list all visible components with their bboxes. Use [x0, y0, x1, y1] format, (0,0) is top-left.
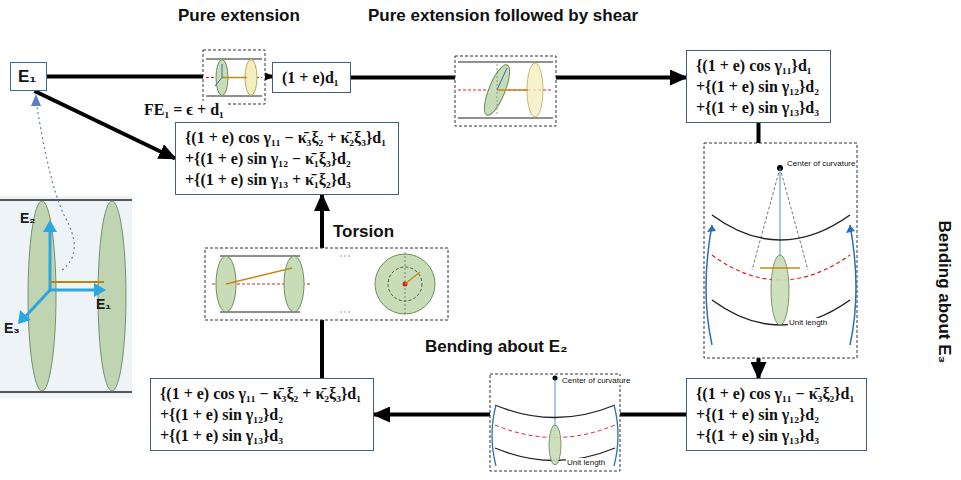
bending-e3-figure: [704, 143, 857, 358]
formula-box: {(1 + e) cos γ₁₁}d₁+{(1 + e) sin γ₁₂}d₂+…: [686, 50, 831, 123]
formula-box: {(1 + e) cos γ₁₁ − κ̄₃ξ₂}d₁+{(1 + e) sin…: [686, 378, 867, 451]
edge-label: FE₁ = ϵ + d₁: [142, 101, 226, 119]
figure-note: Center of curvature: [561, 376, 631, 385]
axis-label: E₁: [96, 296, 111, 312]
formula-text: +{(1 + e) sin γ₁₂ − κ̄₁ξ₃}d₂: [185, 148, 389, 169]
axis-label: E₂: [20, 210, 36, 226]
formula-text: +{(1 + e) sin γ₁₃}d₃: [160, 425, 364, 446]
formula-text: +{(1 + e) sin γ₁₃ + κ̄₁ξ₂}d₃: [185, 169, 389, 190]
formula-text: (1 + e)d₁: [282, 67, 341, 88]
pure-extension-figure: [203, 50, 265, 104]
vector-box: E₁: [10, 62, 47, 91]
formula-text: E₁: [18, 66, 39, 87]
formula-text: {(1 + e) cos γ₁₁}d₁: [696, 55, 821, 76]
formula-text: +{(1 + e) sin γ₁₃}d₃: [696, 425, 857, 446]
formula-text: {(1 + e) cos γ₁₁ − κ̄₃ξ₂ + κ̄₂ξ₃}d₁: [160, 383, 364, 404]
step-heading: Pure extension followed by shear: [368, 6, 638, 26]
formula-text: {(1 + e) cos γ₁₁ − κ̄₃ξ₂ + κ̄₂ξ₃}d₁: [185, 127, 389, 148]
step-heading: Bending about E₂: [425, 337, 568, 357]
figure-note: Center of curvature: [786, 159, 856, 168]
figure-note: Unit length: [566, 458, 606, 467]
formula-text: +{(1 + e) sin γ₁₂}d₂: [160, 404, 364, 425]
formula-text: +{(1 + e) sin γ₁₃}d₃: [696, 97, 821, 118]
step-heading: Torsion: [333, 222, 394, 242]
formula-box: {(1 + e) cos γ₁₁ − κ̄₃ξ₂ + κ̄₂ξ₃}d₁+{(1 …: [175, 122, 399, 195]
step-heading: Bending about E₃: [934, 221, 954, 364]
formula-box: {(1 + e) cos γ₁₁ − κ̄₃ξ₂ + κ̄₂ξ₃}d₁+{(1 …: [150, 378, 374, 451]
step-heading: Pure extension: [178, 6, 300, 26]
formula-text: +{(1 + e) sin γ₁₂}d₂: [696, 76, 821, 97]
formula-text: {(1 + e) cos γ₁₁ − κ̄₃ξ₂}d₁: [696, 383, 857, 404]
figure-note: Unit length: [788, 318, 828, 327]
formula-box: (1 + e)d₁: [272, 62, 351, 93]
bending-e2-figure: [490, 374, 620, 471]
shear-figure: [455, 56, 556, 126]
axis-label: E₃: [4, 320, 20, 336]
reference-frame-figure: [0, 94, 132, 398]
torsion-figure: [205, 248, 448, 320]
formula-text: +{(1 + e) sin γ₁₂}d₂: [696, 404, 857, 425]
